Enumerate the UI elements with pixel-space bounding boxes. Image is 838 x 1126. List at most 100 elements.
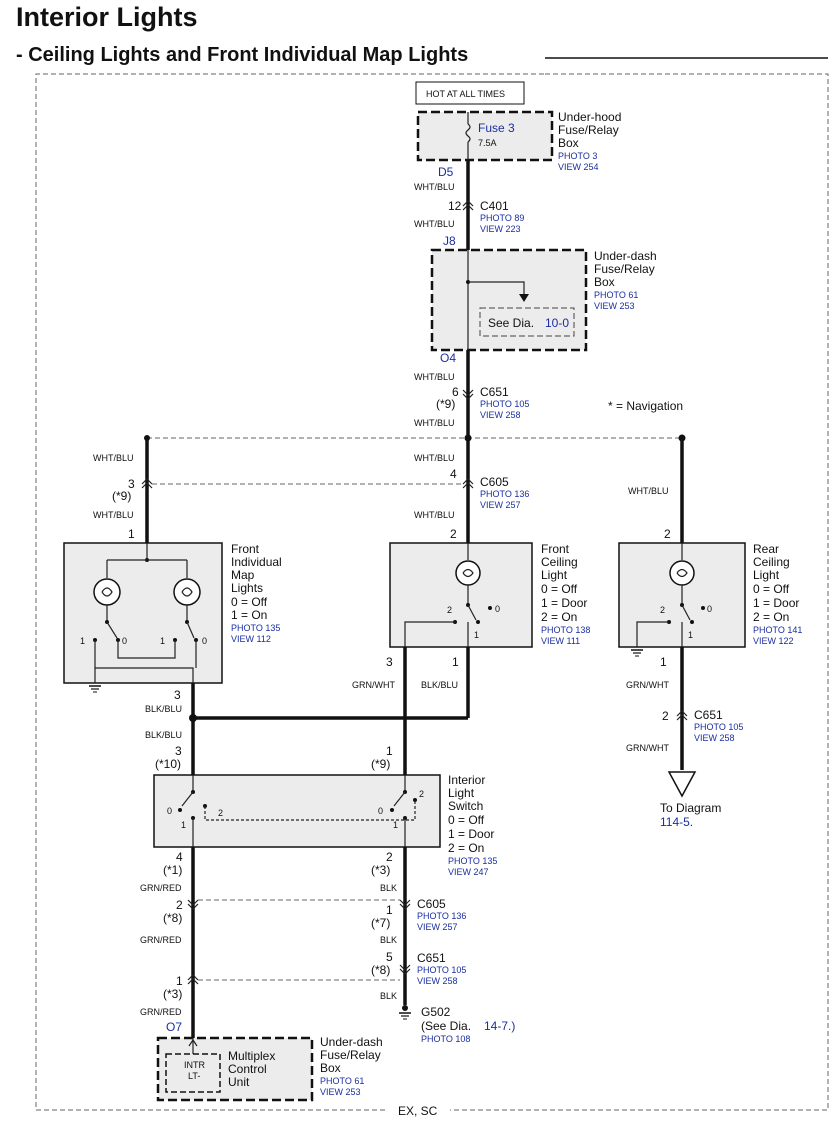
svg-text:Under-dash: Under-dash	[594, 249, 657, 263]
svg-text:Fuse/Relay: Fuse/Relay	[558, 123, 619, 137]
svg-text:C651: C651	[480, 385, 509, 399]
svg-text:LT-: LT-	[188, 1071, 200, 1081]
svg-text:PHOTO 89: PHOTO 89	[480, 213, 524, 223]
diagram-frame-left	[35, 73, 545, 1111]
svg-text:VIEW 258: VIEW 258	[417, 976, 458, 986]
svg-text:Ceiling: Ceiling	[541, 555, 578, 569]
svg-text:BLK/BLU: BLK/BLU	[145, 704, 182, 714]
svg-text:PHOTO 136: PHOTO 136	[417, 911, 466, 921]
svg-text:0: 0	[202, 636, 207, 646]
to-diagram-arrow	[667, 771, 697, 798]
wire-label: WHT/BLU	[414, 219, 455, 229]
svg-text:1 = Door: 1 = Door	[448, 827, 494, 841]
svg-text:Under-hood: Under-hood	[558, 110, 621, 124]
connector-c651-top: 6 (*9) C651 PHOTO 105 VIEW 258	[436, 385, 529, 420]
footer-label: EX, SC	[398, 1104, 438, 1118]
svg-text:Box: Box	[320, 1061, 341, 1075]
svg-text:(*7): (*7)	[371, 916, 390, 930]
interior-light-switch: 0 1 2 0 1 2 Interior Light Switch 0 = Of…	[153, 773, 497, 877]
svg-text:VIEW 257: VIEW 257	[417, 922, 458, 932]
svg-text:PHOTO 135: PHOTO 135	[231, 623, 280, 633]
terminal-o7: O7	[166, 1020, 182, 1034]
svg-text:PHOTO 3: PHOTO 3	[558, 151, 597, 161]
svg-text:INTR: INTR	[184, 1060, 205, 1070]
front-map-lights: 1 1 0 1 0 Front Individual Map Lights 0 …	[63, 527, 282, 693]
ground-g502	[398, 1012, 412, 1020]
svg-text:2: 2	[447, 605, 452, 615]
see-dia-14-7-link[interactable]: 14-7.)	[484, 1019, 515, 1033]
svg-text:(*9): (*9)	[436, 397, 455, 411]
svg-text:GRN/RED: GRN/RED	[140, 935, 182, 945]
svg-text:VIEW 257: VIEW 257	[480, 500, 521, 510]
svg-text:PHOTO 108: PHOTO 108	[421, 1034, 470, 1044]
svg-text:VIEW 253: VIEW 253	[320, 1087, 361, 1097]
svg-text:1 = On: 1 = On	[231, 608, 267, 622]
svg-text:C651: C651	[417, 951, 446, 965]
see-dia-10-0-link[interactable]: 10-0	[545, 316, 569, 330]
svg-text:VIEW 247: VIEW 247	[448, 867, 489, 877]
svg-text:PHOTO 135: PHOTO 135	[448, 856, 497, 866]
svg-text:VIEW 258: VIEW 258	[480, 410, 521, 420]
svg-text:(*8): (*8)	[163, 911, 182, 925]
svg-text:Fuse/Relay: Fuse/Relay	[594, 262, 655, 276]
svg-text:1: 1	[386, 903, 393, 917]
svg-text:VIEW 254: VIEW 254	[558, 162, 599, 172]
svg-text:BLK/BLU: BLK/BLU	[421, 680, 458, 690]
svg-text:2: 2	[662, 709, 669, 723]
svg-text:BLK: BLK	[380, 935, 397, 945]
underhood-fuse-box: Fuse 3 7.5A Under-hood Fuse/Relay Box PH…	[416, 110, 621, 172]
svg-text:PHOTO 141: PHOTO 141	[753, 625, 802, 635]
svg-text:Under-dash: Under-dash	[320, 1035, 383, 1049]
svg-text:See Dia.: See Dia.	[488, 316, 534, 330]
svg-text:5: 5	[386, 950, 393, 964]
svg-text:PHOTO 138: PHOTO 138	[541, 625, 590, 635]
svg-text:Switch: Switch	[448, 799, 483, 813]
hot-label-box	[415, 81, 525, 105]
svg-text:1: 1	[660, 655, 667, 669]
svg-text:1: 1	[393, 820, 398, 830]
svg-text:BLK: BLK	[380, 991, 397, 1001]
svg-text:BLK: BLK	[380, 883, 397, 893]
svg-text:1: 1	[386, 744, 393, 758]
svg-text:Fuse/Relay: Fuse/Relay	[320, 1048, 381, 1062]
svg-text:PHOTO 61: PHOTO 61	[320, 1076, 364, 1086]
fuse-label: Fuse 3	[478, 121, 515, 135]
terminal-d5: D5	[438, 165, 454, 179]
svg-text:Unit: Unit	[228, 1075, 250, 1089]
svg-text:Control: Control	[228, 1062, 267, 1076]
svg-text:0: 0	[122, 636, 127, 646]
svg-text:Rear: Rear	[753, 542, 779, 556]
underdash-fuse-box-top: See Dia. 10-0 Under-dash Fuse/Relay Box …	[430, 248, 657, 352]
svg-text:VIEW 112: VIEW 112	[231, 634, 271, 644]
wire-label: WHT/BLU	[414, 182, 455, 192]
svg-text:1: 1	[128, 527, 135, 541]
svg-text:BLK/BLU: BLK/BLU	[145, 730, 182, 740]
svg-text:PHOTO 105: PHOTO 105	[417, 965, 466, 975]
svg-text:Box: Box	[594, 275, 615, 289]
svg-text:0: 0	[707, 604, 712, 614]
rear-ceiling-light: 2 2 0 1 Rear Ceiling Light 0 = Off 1 = D…	[618, 527, 802, 657]
svg-text:4: 4	[176, 850, 183, 864]
svg-text:VIEW 258: VIEW 258	[694, 733, 735, 743]
svg-text:Ceiling: Ceiling	[753, 555, 790, 569]
svg-text:2: 2	[450, 527, 457, 541]
svg-text:VIEW 111: VIEW 111	[541, 636, 580, 646]
svg-text:Multiplex: Multiplex	[228, 1049, 275, 1063]
svg-text:3: 3	[175, 744, 182, 758]
underdash-fuse-box-bottom: INTR LT- Multiplex Control Unit Under-da…	[156, 1035, 383, 1102]
connector-c605-top: 4 C605 PHOTO 136 VIEW 257	[450, 467, 529, 510]
svg-text:Light: Light	[541, 568, 568, 582]
svg-text:2 = On: 2 = On	[753, 610, 789, 624]
hot-label: HOT AT ALL TIMES	[426, 89, 505, 99]
wire-label: WHT/BLU	[414, 418, 455, 428]
svg-text:G502: G502	[421, 1005, 451, 1019]
svg-text:Box: Box	[558, 136, 579, 150]
terminal-j8: J8	[443, 234, 456, 248]
svg-text:Front: Front	[541, 542, 570, 556]
svg-text:1: 1	[181, 820, 186, 830]
svg-text:C605: C605	[480, 475, 509, 489]
svg-text:GRN/RED: GRN/RED	[140, 1007, 182, 1017]
svg-text:WHT/BLU: WHT/BLU	[93, 453, 134, 463]
to-diagram-link[interactable]: 114-5.	[660, 815, 693, 829]
